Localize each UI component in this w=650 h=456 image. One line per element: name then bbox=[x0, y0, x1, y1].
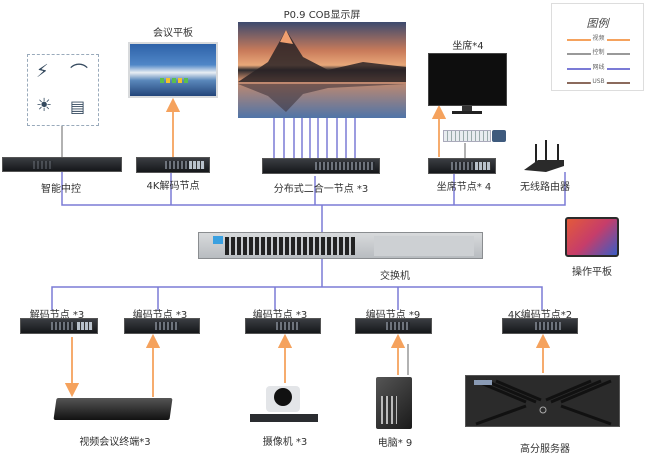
legend-item-usb: USB bbox=[567, 78, 630, 86]
seat-monitor-label: 坐席*4 bbox=[452, 41, 484, 52]
encoder-4k-label: 4K编码节点*2 bbox=[507, 310, 573, 321]
switch-panel bbox=[374, 236, 474, 256]
legend-item-control: 控制 bbox=[567, 49, 630, 57]
legend-item-network: 网线 bbox=[567, 64, 630, 72]
camera-label: 摄像机 *3 bbox=[262, 437, 308, 448]
decoder-4k-label: 4K解码节点 bbox=[146, 181, 200, 192]
server-grill-pattern bbox=[474, 379, 612, 426]
led-screen-label: P0.9 COB显示屏 bbox=[283, 10, 361, 21]
seat-node-label: 坐席节点* 4 bbox=[436, 182, 492, 193]
switch-label: 交换机 bbox=[380, 271, 410, 282]
mouse-icon bbox=[492, 130, 506, 142]
computer-drive-bays bbox=[381, 396, 397, 424]
smart-control-label: 智能中控 bbox=[41, 184, 81, 195]
decoder-node-label: 解码节点 *3 bbox=[29, 310, 85, 321]
distributed-node-label: 分布式二合一节点 *3 bbox=[273, 184, 369, 195]
encoder-node-b-device bbox=[245, 318, 321, 334]
distributed-node-device bbox=[262, 158, 380, 174]
camera-base bbox=[250, 414, 318, 422]
network-switch-device bbox=[198, 232, 483, 259]
video-conference-terminal-image bbox=[53, 398, 173, 420]
mountain-icon bbox=[238, 30, 406, 112]
smart-devices-group: ⚡ ⌒ ☀ ▤ bbox=[27, 54, 99, 126]
hd-server-image bbox=[465, 375, 620, 427]
video-lines bbox=[64, 97, 551, 398]
encoder-node-c-label: 编码节点 *9 bbox=[365, 310, 421, 321]
air-conditioner-icon: ▤ bbox=[70, 97, 86, 116]
encoder-node-b-label: 编码节点 *3 bbox=[252, 310, 308, 321]
app-dock-icon bbox=[160, 78, 190, 83]
network-lines-top bbox=[51, 117, 566, 310]
operation-tablet-label: 操作平板 bbox=[572, 267, 612, 278]
encoder-node-a-label: 编码节点 *3 bbox=[132, 310, 188, 321]
meeting-tablet-label: 会议平板 bbox=[153, 28, 193, 39]
computer-label: 电脑* 9 bbox=[377, 438, 413, 449]
encoder-4k-device bbox=[502, 318, 578, 334]
video-conference-terminal-label: 视频会议终端*3 bbox=[79, 437, 151, 448]
decoder-node-device bbox=[20, 318, 98, 334]
meeting-tablet-image bbox=[128, 42, 218, 98]
smart-control-device bbox=[2, 157, 122, 172]
monitor-icon bbox=[428, 53, 507, 106]
switch-status-led bbox=[213, 236, 223, 244]
camera-lens-icon bbox=[274, 388, 292, 406]
encoder-node-c-device bbox=[355, 318, 432, 334]
operation-tablet-image bbox=[565, 217, 619, 257]
encoder-node-a-device bbox=[124, 318, 200, 334]
wireless-router-label: 无线路由器 bbox=[520, 182, 570, 193]
monitor-base-icon bbox=[452, 111, 482, 114]
legend-item-video: 视频 bbox=[567, 35, 630, 43]
monitor-stand-icon bbox=[462, 106, 472, 112]
keyboard-icon bbox=[443, 130, 491, 142]
decoder-4k-device bbox=[136, 157, 210, 173]
power-panel-icon: ⚡ bbox=[36, 61, 49, 82]
wireless-router-icon bbox=[524, 140, 564, 172]
curtain-icon: ⌒ bbox=[70, 63, 88, 84]
seat-node-device bbox=[428, 158, 496, 174]
light-bulb-icon: ☀ bbox=[36, 95, 53, 116]
switch-ports bbox=[225, 237, 355, 255]
hd-server-label: 高分服务器 bbox=[520, 444, 570, 455]
legend-box: 图例 视频 控制 网线 USB bbox=[551, 3, 644, 91]
legend-title: 图例 bbox=[586, 17, 609, 30]
